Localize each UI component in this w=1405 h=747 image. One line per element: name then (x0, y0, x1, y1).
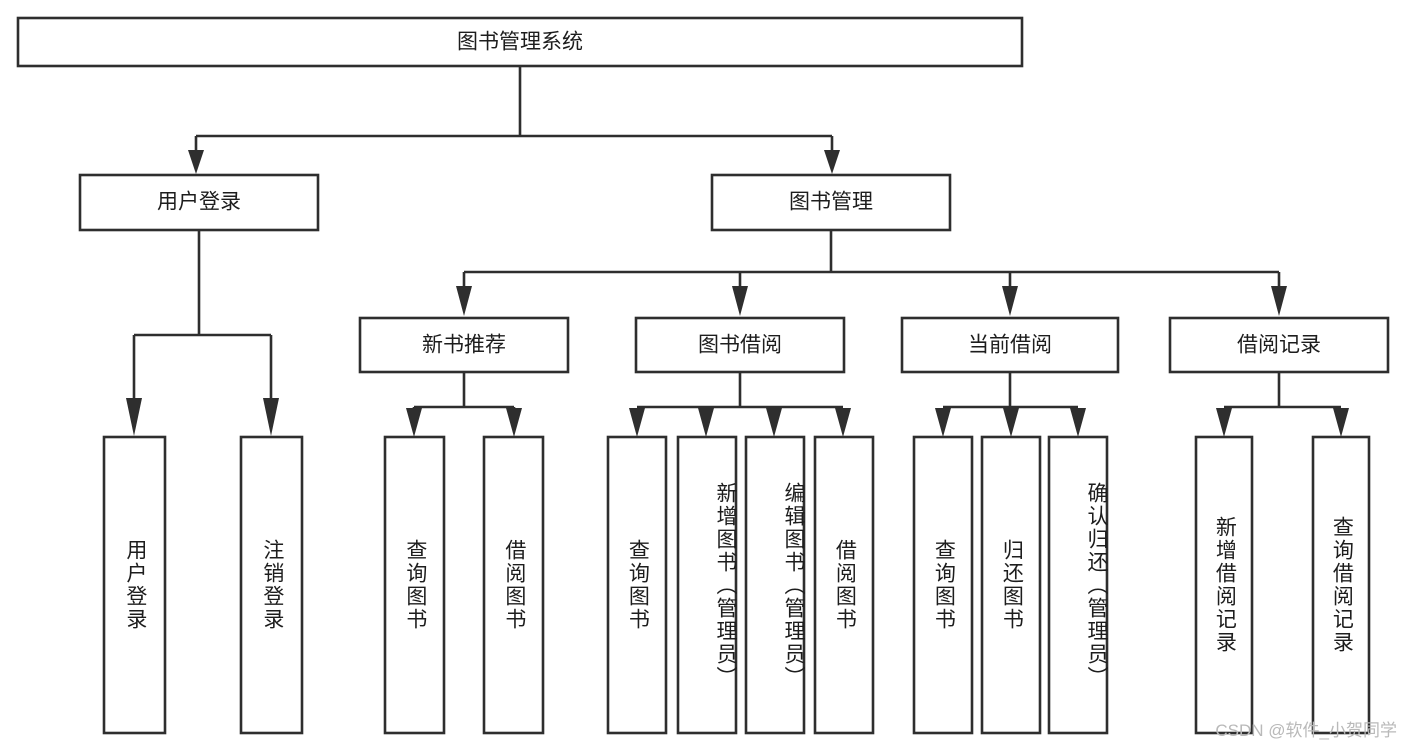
leaf-label-book-borrow-4: 借阅图书 (833, 539, 857, 631)
arrow-head-user-login-leaf2-icon (263, 398, 279, 436)
arrow-head-book-borrow-icon (732, 286, 748, 316)
node-root[interactable]: 图书管理系统 (16, 16, 1024, 68)
node-current-borrow-label: 当前借阅 (968, 334, 1052, 357)
node-root-label: 图书管理系统 (457, 31, 583, 54)
leaf-label-user-login-1: 用户登录 (123, 539, 147, 631)
leaf-label-book-borrow-3: 编辑图书（管理员） (782, 481, 805, 689)
leaf-box-book-borrow-4[interactable] (813, 435, 875, 735)
node-current-borrow[interactable]: 当前借阅 (900, 316, 1120, 374)
node-user-login[interactable]: 用户登录 (78, 173, 320, 232)
leaf-box-new-book-1[interactable] (383, 435, 446, 735)
leaf-box-current-borrow-2[interactable] (980, 435, 1042, 735)
leaf-box-borrow-record-2[interactable] (1311, 435, 1371, 735)
leaf-box-borrow-record-1[interactable] (1194, 435, 1254, 735)
arrow-head-book-borrow-leaf2-icon (698, 408, 714, 437)
arrow-head-book-borrow-leaf3-icon (766, 408, 782, 437)
node-new-book-recommend[interactable]: 新书推荐 (358, 316, 570, 374)
leaf-box-book-borrow-2[interactable] (676, 435, 738, 735)
node-user-login-box[interactable] (78, 173, 320, 232)
leaf-label-current-borrow-1: 查询图书 (932, 539, 956, 631)
leaf-label-user-login-2: 注销登录 (260, 539, 284, 631)
arrow-head-book-borrow-leaf4-icon (835, 408, 851, 437)
arrow-head-current-borrow-leaf1-icon (935, 408, 951, 437)
node-book-manage-box[interactable] (710, 173, 952, 232)
node-user-login-label: 用户登录 (157, 191, 241, 214)
arrow-head-current-borrow-leaf3-icon (1070, 408, 1086, 437)
arrow-head-current-borrow-leaf2-icon (1003, 408, 1019, 437)
arrow-head-user-login-icon (188, 150, 204, 174)
arrow-head-borrow-record-leaf2-icon (1333, 408, 1349, 437)
leaf-box-book-borrow-3[interactable] (744, 435, 806, 735)
arrow-head-borrow-record-icon (1271, 286, 1287, 316)
leaf-label-borrow-record-2: 查询借阅记录 (1330, 516, 1354, 654)
leaf-label-new-book-2: 借阅图书 (502, 539, 526, 631)
arrow-head-new-book-leaf1-icon (406, 408, 422, 437)
node-borrow-record-label: 借阅记录 (1237, 334, 1321, 357)
node-borrow-record-box[interactable] (1168, 316, 1390, 374)
arrow-head-current-borrow-icon (1002, 286, 1018, 316)
arrow-head-new-book-leaf2-icon (506, 408, 522, 437)
arrow-head-book-borrow-leaf1-icon (629, 408, 645, 437)
leaf-label-new-book-1: 查询图书 (403, 539, 427, 631)
arrow-head-new-book-icon (456, 286, 472, 316)
leaf-label-current-borrow-2: 归还图书 (1000, 539, 1024, 631)
leaf-box-current-borrow-3[interactable] (1047, 435, 1109, 735)
node-root-box[interactable] (16, 16, 1024, 68)
leaf-label-borrow-record-1: 新增借阅记录 (1213, 516, 1237, 654)
leaf-box-current-borrow-1[interactable] (912, 435, 974, 735)
node-borrow-record[interactable]: 借阅记录 (1168, 316, 1390, 374)
csdn-watermark: CSDN @软件_小贺同学 (1215, 721, 1397, 740)
leaf-label-book-borrow-1: 查询图书 (626, 539, 650, 631)
arrow-head-book-manage-icon (824, 150, 840, 174)
node-book-borrow-label: 图书借阅 (698, 334, 782, 357)
node-book-manage[interactable]: 图书管理 (710, 173, 952, 232)
leaf-label-book-borrow-2: 新增图书（管理员） (714, 481, 737, 689)
arrow-head-user-login-leaf1-icon (126, 398, 142, 436)
arrow-head-borrow-record-leaf1-icon (1216, 408, 1232, 437)
node-book-borrow-box[interactable] (634, 316, 846, 374)
leaf-box-user-login-1[interactable] (102, 435, 167, 735)
leaf-label-current-borrow-3: 确认归还（管理员） (1085, 481, 1108, 689)
node-new-book-recommend-label: 新书推荐 (422, 334, 506, 357)
leaf-box-new-book-2[interactable] (482, 435, 545, 735)
leaf-box-user-login-2[interactable] (239, 435, 304, 735)
node-book-manage-label: 图书管理 (789, 191, 873, 214)
node-book-borrow[interactable]: 图书借阅 (634, 316, 846, 374)
node-new-book-recommend-box[interactable] (358, 316, 570, 374)
leaf-box-book-borrow-1[interactable] (606, 435, 668, 735)
